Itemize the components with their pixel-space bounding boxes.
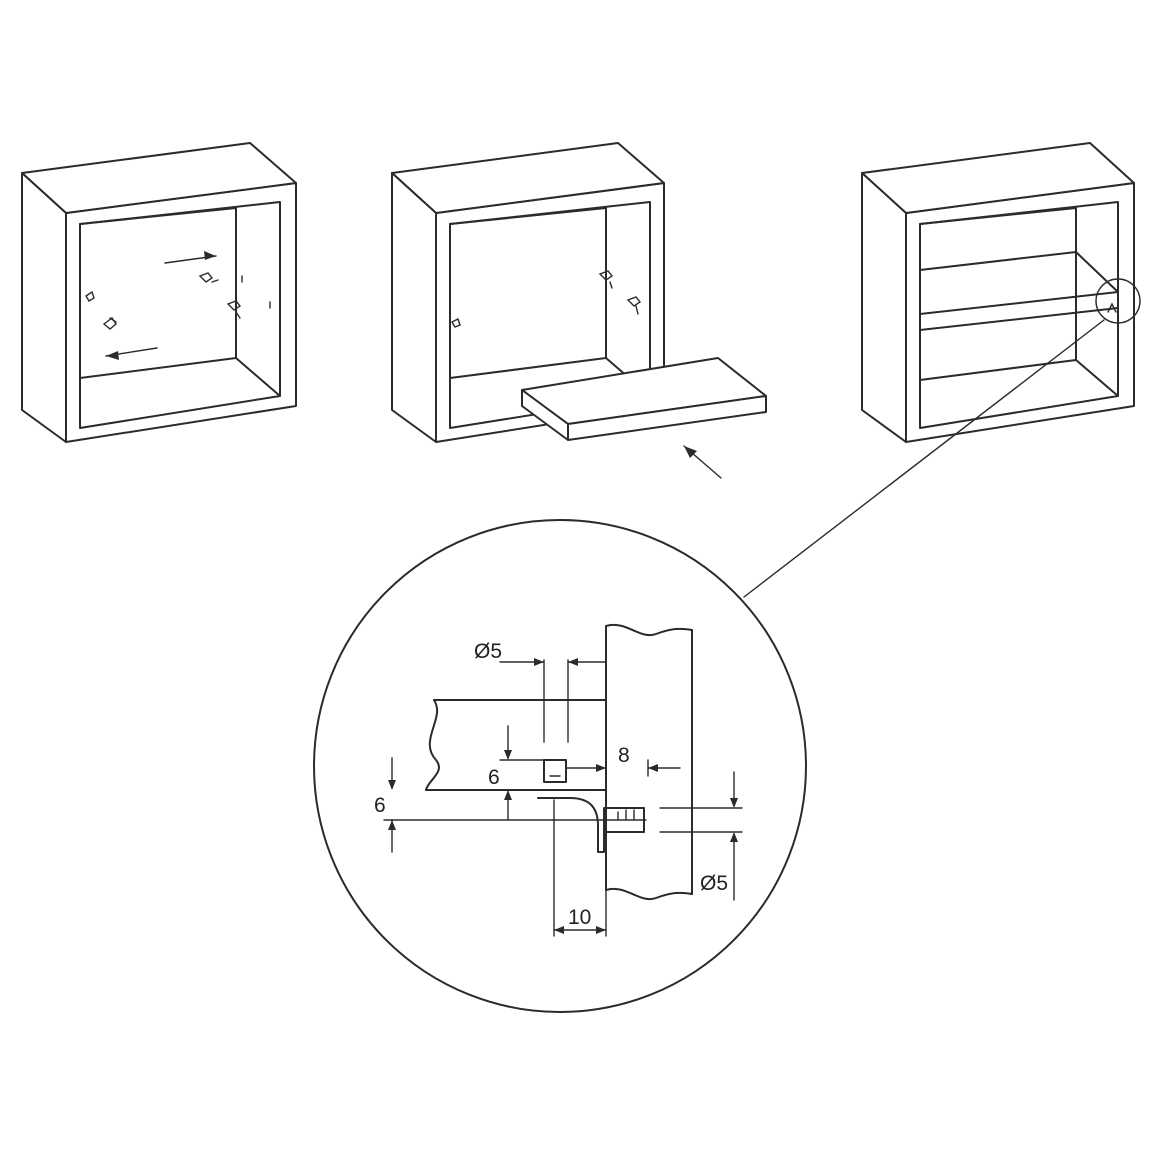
figure-2-inserting-shelf: [391, 142, 767, 479]
figure-3-box-with-shelves: [743, 142, 1141, 598]
dimension-lines: [383, 658, 743, 937]
leader-line: [743, 319, 1105, 598]
detail-view: Ø5 6 6 8 Ø5 10: [313, 519, 807, 1013]
dim-label-hole-diameter: Ø5: [700, 872, 728, 895]
shelf-section: [425, 699, 607, 791]
arrow-right-icon: [164, 251, 217, 264]
dim-label-pin-height: 6: [374, 794, 386, 817]
arrow-left-icon: [105, 347, 158, 360]
arrow-insert-icon: [683, 445, 722, 479]
dim-label-pin-offset: 8: [618, 744, 630, 767]
dim-label-groove-depth: 6: [488, 766, 500, 789]
shelf-pin-icon: [451, 270, 642, 328]
dim-label-pin-diameter: Ø5: [474, 640, 502, 663]
detail-callout-circle: [1095, 278, 1141, 324]
shelf-pin-bracket: [537, 759, 645, 853]
shelf-board: [521, 357, 767, 441]
shelf-pin-icon: [85, 272, 271, 330]
dim-label-pin-depth: 10: [568, 906, 591, 929]
side-panel: [605, 623, 693, 901]
figure-1-box-with-pins: [21, 142, 297, 443]
